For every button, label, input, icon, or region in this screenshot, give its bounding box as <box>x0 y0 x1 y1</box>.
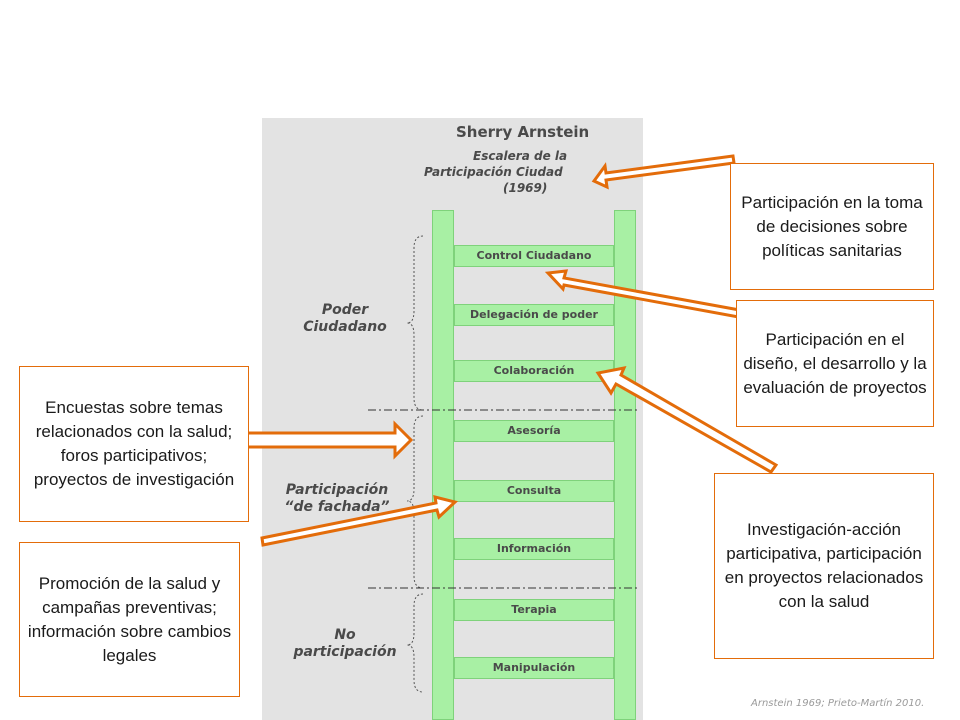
rung-asesoria: Asesoría <box>454 420 614 442</box>
group-label-poder-ciudadano: Poder Ciudadano <box>290 302 400 336</box>
group-label-fachada-line2: “de fachada” <box>284 499 390 515</box>
ladder-title-line1: Escalera de la <box>473 149 568 163</box>
bracket-no-participacion <box>406 593 424 693</box>
callout-encuestas: Encuestas sobre temas relacionados con l… <box>19 366 249 522</box>
group-label-participacion-fachada: Participación “de fachada” <box>272 482 402 516</box>
group-label-no-line1: No <box>334 627 356 643</box>
group-label-no-line2: participación <box>293 644 397 660</box>
bracket-participacion-fachada <box>406 415 424 589</box>
arrow-to-ladder-title <box>591 154 736 190</box>
callout-promocion-salud-text: Promoción de la salud y campañas prevent… <box>27 573 232 665</box>
callout-investigacion-accion: Investigación-acción participativa, part… <box>714 473 934 659</box>
ladder-title-line2: Participación Ciudad <box>424 165 563 179</box>
group-label-fachada-line1: Participación <box>285 482 389 498</box>
arrow-to-consulta <box>260 494 459 547</box>
callout-toma-decisiones: Participación en la toma de decisiones s… <box>730 163 934 290</box>
callout-investigacion-accion-text: Investigación-acción participativa, part… <box>724 520 924 611</box>
rung-terapia: Terapia <box>454 599 614 621</box>
callout-arrows <box>213 154 779 547</box>
callout-diseno-proyectos-text: Participación en el diseño, el desarroll… <box>743 329 927 397</box>
rung-informacion: Información <box>454 538 614 560</box>
rung-control-ciudadano: Control Ciudadano <box>454 245 614 267</box>
rung-delegacion-de-poder: Delegación de poder <box>454 304 614 326</box>
rung-consulta: Consulta <box>454 480 614 502</box>
callout-diseno-proyectos: Participación en el diseño, el desarroll… <box>736 300 934 427</box>
rung-colaboracion: Colaboración <box>454 360 614 382</box>
callout-encuestas-text: Encuestas sobre temas relacionados con l… <box>33 398 235 489</box>
bracket-poder-ciudadano <box>406 235 424 411</box>
ladder-title-line3: (1969) <box>503 181 548 195</box>
callout-toma-decisiones-text: Participación en la toma de decisiones s… <box>741 192 923 260</box>
callout-promocion-salud: Promoción de la salud y campañas prevent… <box>19 542 240 697</box>
ladder-author: Sherry Arnstein <box>456 123 590 141</box>
arrow-to-control-ciudadano <box>544 269 747 320</box>
rung-manipulacion: Manipulación <box>454 657 614 679</box>
group-label-poder-line1: Poder <box>321 302 369 318</box>
citation: Arnstein 1969; Prieto-Martín 2010. <box>751 698 925 709</box>
arrow-to-colaboracion <box>595 365 779 474</box>
group-label-poder-line2: Ciudadano <box>303 319 387 335</box>
group-label-no-participacion: No participación <box>280 627 410 661</box>
group-brackets <box>406 235 424 693</box>
